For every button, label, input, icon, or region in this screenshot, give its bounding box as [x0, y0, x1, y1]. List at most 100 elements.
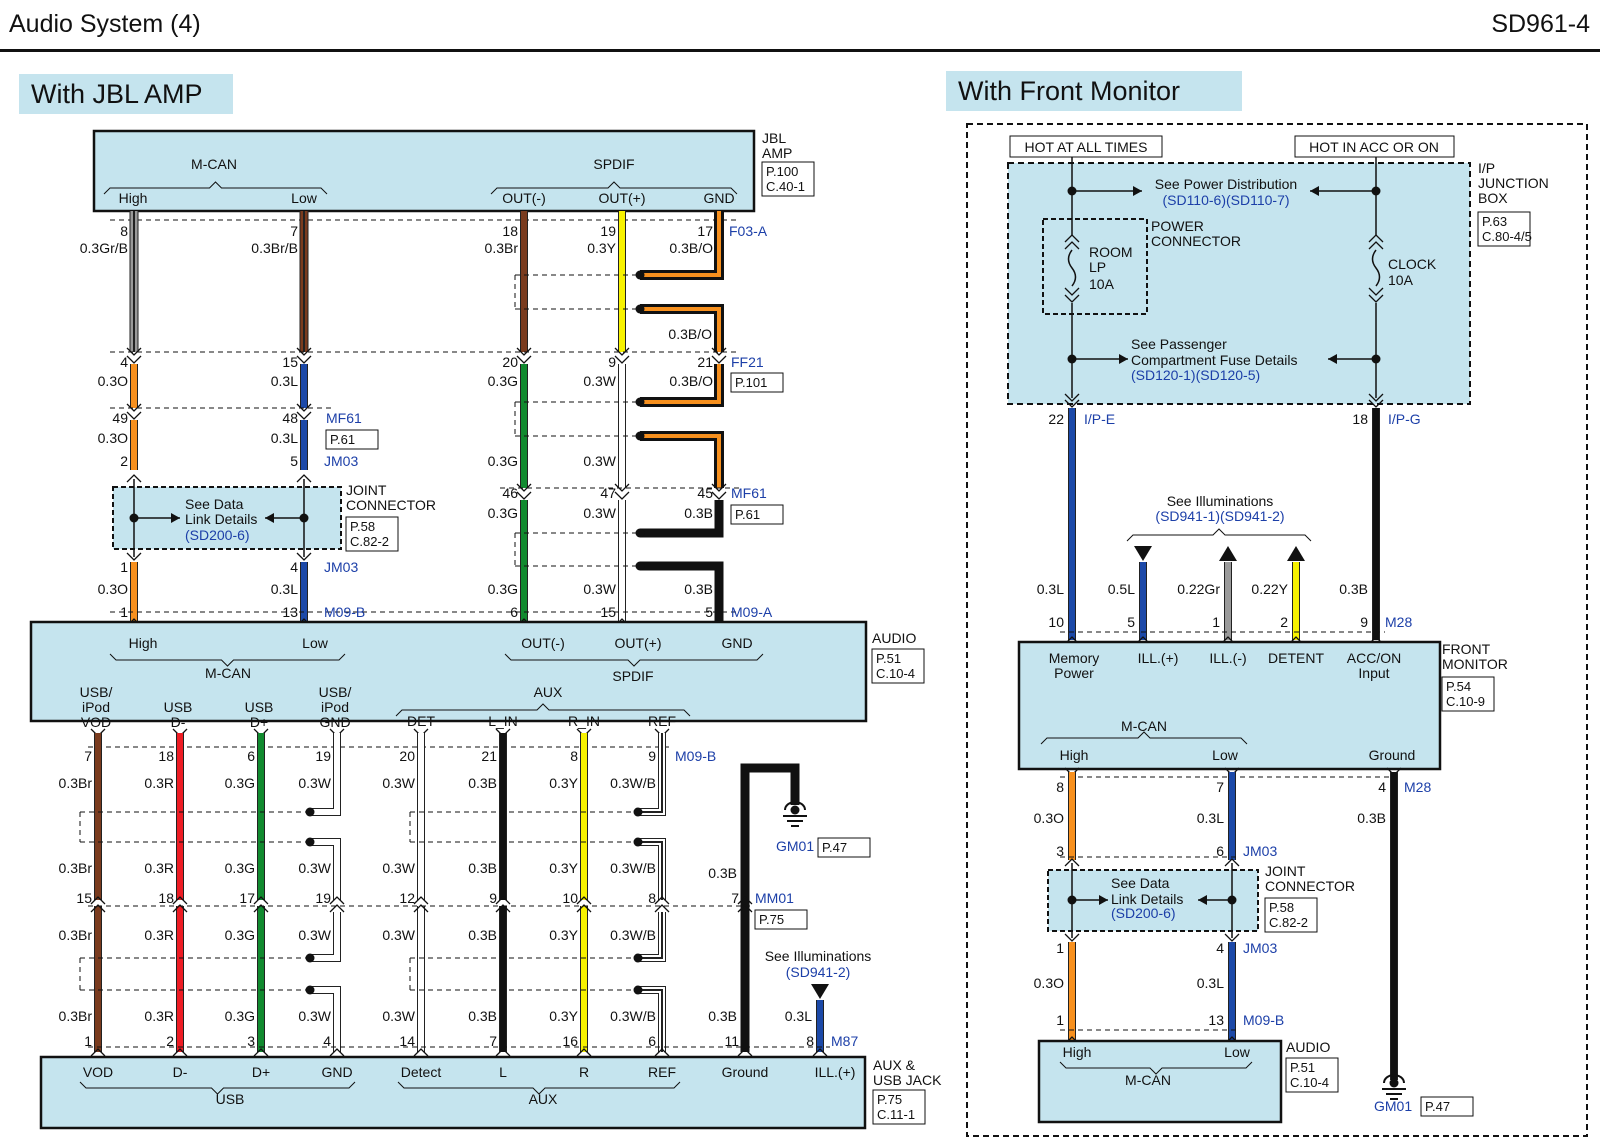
spdif-spec3: 0.3B: [684, 581, 713, 597]
fm-label: ILL.(-): [1209, 650, 1246, 666]
connector-chevron: [296, 411, 312, 420]
gm01-left-ref-box: [817, 837, 871, 858]
m28-pin: 9: [1360, 614, 1368, 630]
fm-ground: Ground: [1369, 747, 1416, 763]
audio-box: [29, 620, 868, 723]
jack-ref-box: [872, 1089, 926, 1125]
bo-mid-spec: 0.3B/O: [668, 326, 712, 342]
fuse-clock-name: CLOCK: [1388, 256, 1437, 272]
spdif-spec3: 0.3G: [488, 581, 518, 597]
m09b-pin: 19: [315, 748, 331, 764]
jbl-low: Low: [291, 190, 318, 206]
jm03-label: JM03: [324, 559, 358, 575]
audio-r-ref-text: P.51: [1290, 1060, 1315, 1075]
spec-top: 0.3Br: [485, 240, 519, 256]
connector-chevron: [737, 1048, 753, 1057]
connector-chevron: [329, 904, 345, 913]
section-title-jbl: With JBL AMP: [19, 74, 233, 114]
spdif-spec: 0.3G: [488, 453, 518, 469]
m09br-pin: 13: [1208, 1012, 1224, 1028]
mf61-spec: 0.3L: [271, 430, 298, 446]
spdif-spec: 0.3W: [583, 453, 616, 469]
mm01-spec-bot: 0.3W: [382, 927, 415, 943]
wire-bo-1: [640, 211, 721, 277]
m28-pin: 2: [1280, 614, 1288, 630]
m87-pin: 2: [166, 1033, 174, 1049]
illum-left-link: (SD941-2): [786, 964, 851, 980]
wire-w-gnd-4: [310, 987, 340, 1052]
bracket: [504, 653, 764, 667]
mm01-pin: 17: [239, 890, 255, 906]
jm03-spec: 0.3L: [271, 581, 298, 597]
connector-chevron: [516, 491, 532, 500]
m09a-pin: 15: [600, 604, 616, 620]
wire-bo-2: [640, 307, 721, 352]
f03a-label: F03-A: [729, 223, 768, 239]
pin-top: 19: [600, 223, 616, 239]
m87-pin: 4: [323, 1033, 331, 1049]
fuse-room-amp: 10A: [1089, 276, 1115, 292]
m09b-pin: 9: [648, 748, 656, 764]
connector-chevron: [614, 483, 630, 492]
joint-r-link: (SD200-6): [1111, 905, 1176, 921]
m09b-spec: 0.3W/B: [610, 775, 656, 791]
hot1-box: [1009, 135, 1163, 158]
connector-chevron: [576, 904, 592, 913]
fm-bot-pin: 7: [1216, 779, 1224, 795]
bracket: [1126, 528, 1312, 542]
connector-chevron: [172, 1048, 188, 1057]
jack-label: VOD: [83, 1064, 113, 1080]
m09br-label: M09-B: [1243, 1012, 1284, 1028]
front-monitor-box: [1017, 640, 1442, 771]
gm01-right-label: GM01: [1374, 1098, 1412, 1114]
connector-chevron: [413, 1048, 429, 1057]
audio-spdif: SPDIF: [612, 668, 653, 684]
connector-chevron: [711, 483, 727, 492]
connector-chevron: [654, 904, 670, 913]
junction-dot: [635, 304, 645, 314]
joint-ref-box: [345, 516, 399, 552]
connector-chevron: [495, 1048, 511, 1057]
connector-chevron: [126, 474, 142, 483]
wire-b-1: [640, 500, 724, 538]
m09b-label: M09-B: [324, 604, 365, 620]
m28-spec: 0.3B: [1339, 581, 1368, 597]
jbl-amp-ref-text: C.40-1: [766, 179, 805, 194]
wire-b-ground: [740, 763, 800, 1052]
arrowhead: [1310, 186, 1319, 196]
m87-pin: 6: [648, 1033, 656, 1049]
connector-chevron: [126, 552, 142, 561]
mm01-ref-box: [754, 909, 808, 930]
jack-label: GND: [321, 1064, 352, 1080]
ff21-label: FF21: [731, 354, 764, 370]
mm01-pin: 10: [562, 890, 578, 906]
m87-spec: 0.3Y: [549, 1008, 578, 1024]
connector-chevron: [1064, 287, 1080, 296]
jm03r-pin: 3: [1056, 843, 1064, 859]
mm01-spec-top: 0.3G: [225, 860, 255, 876]
wire-bo-3: [640, 364, 721, 404]
m09b-pin: 18: [158, 748, 174, 764]
connector-chevron: [90, 904, 106, 913]
m09a-label: M09-A: [731, 604, 773, 620]
jbl-mcan-label: M-CAN: [191, 156, 237, 172]
junction-dot: [299, 513, 309, 523]
bracket: [490, 181, 738, 195]
page-code: SD961-4: [1491, 10, 1590, 38]
jack-name: AUX &USB JACK: [873, 1057, 942, 1088]
page-title: Audio System (4): [9, 10, 201, 38]
mm01-spec-top: 0.3Y: [549, 860, 578, 876]
jm03-label: JM03: [324, 453, 358, 469]
connector-chevron: [1224, 858, 1240, 867]
connector-chevron: [296, 355, 312, 364]
joint-r-ref-text: C.82-2: [1269, 915, 1308, 930]
m09b-pin: 7: [84, 748, 92, 764]
bracket: [395, 703, 691, 717]
m09b-pin: 6: [247, 748, 255, 764]
jm03-pin: 5: [290, 453, 298, 469]
m87-pin: 1: [84, 1033, 92, 1049]
